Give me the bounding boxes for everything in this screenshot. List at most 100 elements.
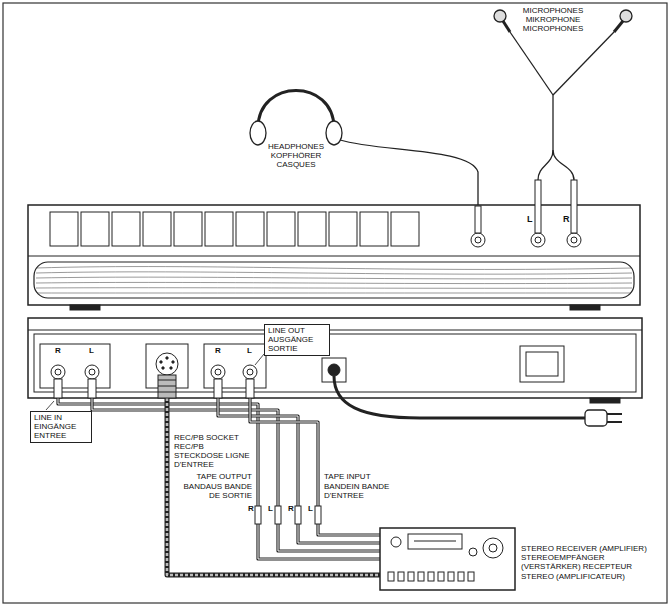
microphones-label: MICROPHONES MIKROPHONE MICROPHONES (518, 6, 588, 34)
rear-deck (28, 330, 642, 331)
rear-deck (211, 365, 225, 379)
front-deck (267, 212, 295, 246)
front-deck (36, 293, 632, 294)
cable-core (250, 398, 380, 535)
front-deck (112, 212, 140, 246)
receiver-drawing (418, 572, 424, 581)
microphones (510, 32, 553, 95)
front-deck (360, 212, 388, 246)
front-deck (475, 237, 481, 243)
receiver-drawing (428, 572, 434, 581)
rear-deck (170, 367, 172, 369)
receiver-drawing (458, 572, 464, 581)
tape-plugs (275, 506, 281, 524)
rear-plugs (54, 379, 62, 398)
receiver-drawing (398, 572, 404, 581)
channel-letter: R (563, 214, 570, 224)
plug-letter: R (288, 504, 294, 513)
rear-deck (590, 398, 620, 403)
front-deck (298, 212, 326, 246)
front-deck (570, 305, 600, 310)
frame (3, 3, 667, 603)
headphones (258, 91, 334, 129)
front-deck (236, 212, 264, 246)
headphones (250, 121, 266, 145)
cable-outline (218, 398, 380, 543)
front-deck (329, 212, 357, 246)
plug-letter: L (308, 504, 313, 513)
rear-plugs (246, 379, 254, 398)
leader-lines (46, 354, 264, 410)
rear-deck (247, 369, 253, 375)
plug-letter: L (268, 504, 273, 513)
tape-plugs (315, 506, 321, 524)
front-deck (28, 256, 640, 257)
rear-deck (520, 346, 564, 382)
receiver-drawing (414, 541, 456, 542)
tape-plugs (295, 506, 301, 524)
front-plugs (571, 180, 577, 233)
front-deck (70, 305, 100, 310)
receiver-drawing (483, 538, 503, 558)
rear-plugs (158, 375, 176, 398)
front-deck (36, 287, 632, 289)
microphones (494, 10, 632, 180)
rear-deck (166, 357, 168, 359)
rear-deck (55, 369, 61, 375)
rear-deck (243, 365, 257, 379)
cable-core (218, 398, 380, 543)
receiver-drawing (489, 544, 497, 552)
line-in-label: LINE IN EINGÄNGE ENTREE (30, 411, 92, 443)
front-deck (567, 233, 581, 247)
front-deck (391, 212, 419, 246)
front-deck (535, 237, 541, 243)
front-deck (28, 205, 640, 305)
microphones (503, 21, 510, 32)
line-out-label: LINE OUT AUSGÄNGE SORTIE (264, 324, 330, 356)
receiver-caption: STEREO RECEIVER (AMPLIFIER) STEREOEMPFÄN… (521, 544, 663, 581)
front-deck (36, 267, 632, 270)
rear-plugs (158, 380, 176, 381)
front-deck (531, 233, 545, 247)
front-plugs (535, 180, 541, 233)
rear-deck (40, 344, 110, 388)
headphones (262, 95, 330, 128)
front-deck (571, 237, 577, 243)
audio-cable (218, 398, 380, 543)
plug-letter: R (248, 504, 254, 513)
microphones (552, 95, 553, 150)
front-deck (143, 212, 171, 246)
headphones (340, 140, 478, 206)
receiver-drawing (391, 537, 401, 547)
front-deck (36, 282, 632, 283)
receiver-drawing (408, 534, 462, 549)
receiver-drawing (408, 572, 414, 581)
front-deck (471, 233, 485, 247)
front-deck (36, 272, 632, 274)
microphones (494, 10, 506, 22)
headphones-label: HEADPHONES KOPFHÖRER CASQUES (266, 142, 326, 170)
stereo-receiver: STEREO RECEIVER (AMPLIFIER) STEREOEMPFÄN… (380, 528, 515, 590)
front-deck (50, 212, 78, 246)
rear-deck (526, 352, 558, 376)
microphones (538, 150, 553, 180)
headphones (326, 121, 342, 145)
receiver-drawing (438, 572, 444, 581)
socket-letter: L (89, 346, 94, 355)
rear-deck (160, 361, 162, 363)
receiver-drawing (380, 528, 515, 590)
receiver-drawing (388, 572, 474, 581)
microphones (553, 150, 574, 180)
microphones (553, 32, 614, 95)
rear-plugs (158, 386, 176, 387)
rear-deck (85, 365, 99, 379)
front-plugs (475, 180, 577, 233)
receiver-drawing (448, 572, 454, 581)
front-deck (28, 205, 640, 310)
rear-panel: RLRL (28, 318, 642, 398)
leader-lines (46, 401, 54, 410)
socket-letter: R (215, 346, 221, 355)
receiver-drawing (388, 572, 394, 581)
